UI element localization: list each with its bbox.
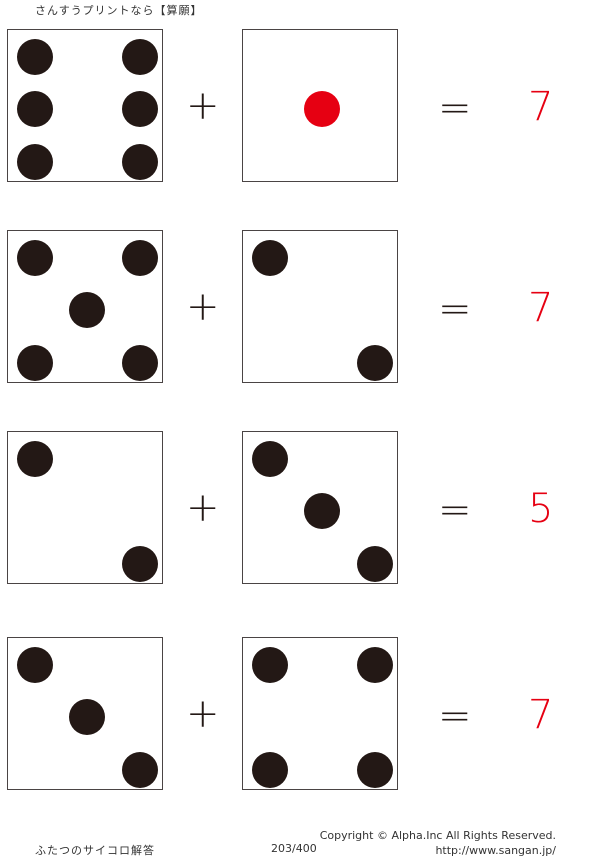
problem-row: + = 7	[0, 230, 600, 390]
pip-dot	[252, 752, 288, 788]
left-die	[7, 637, 163, 790]
pip-dot	[357, 345, 393, 381]
pip-dot	[122, 144, 158, 180]
answer-value: 7	[528, 692, 554, 738]
pip-dot	[17, 647, 53, 683]
pip-dot	[122, 240, 158, 276]
pip-dot	[17, 345, 53, 381]
pip-dot	[122, 546, 158, 582]
plus-sign: +	[186, 83, 220, 129]
left-die	[7, 29, 163, 182]
plus-sign: +	[186, 485, 220, 531]
answer-value: 7	[528, 84, 554, 130]
pip-dot	[122, 39, 158, 75]
pip-dot	[252, 240, 288, 276]
pip-dot	[122, 91, 158, 127]
right-die	[242, 431, 398, 584]
left-die	[7, 431, 163, 584]
equals-sign: =	[438, 286, 472, 332]
footer-title: ふたつのサイコロ解答	[35, 844, 155, 857]
answer-value: 5	[528, 486, 554, 532]
plus-sign: +	[186, 691, 220, 737]
right-die	[242, 230, 398, 383]
pip-dot	[17, 91, 53, 127]
answer-value: 7	[528, 285, 554, 331]
pip-dot	[357, 752, 393, 788]
right-die	[242, 637, 398, 790]
pip-dot	[252, 647, 288, 683]
problem-row: + = 7	[0, 29, 600, 189]
equals-sign: =	[438, 487, 472, 533]
plus-sign: +	[186, 284, 220, 330]
pip-dot	[17, 240, 53, 276]
pip-dot	[17, 144, 53, 180]
pip-dot	[122, 752, 158, 788]
equals-sign: =	[438, 85, 472, 131]
pip-dot	[69, 292, 105, 328]
pip-dot	[17, 441, 53, 477]
right-die	[242, 29, 398, 182]
pip-dot	[122, 345, 158, 381]
page-number: 203/400	[271, 842, 317, 855]
pip-dot	[304, 493, 340, 529]
pip-dot	[304, 91, 340, 127]
header-title: さんすうプリントなら【算願】	[35, 4, 203, 17]
pip-dot	[357, 647, 393, 683]
site-url[interactable]: http://www.sangan.jp/	[435, 844, 556, 857]
equals-sign: =	[438, 693, 472, 739]
pip-dot	[69, 699, 105, 735]
pip-dot	[17, 39, 53, 75]
copyright: Copyright © Alpha.Inc All Rights Reserve…	[319, 829, 556, 842]
problem-row: + = 7	[0, 637, 600, 797]
problem-row: + = 5	[0, 431, 600, 591]
left-die	[7, 230, 163, 383]
pip-dot	[252, 441, 288, 477]
pip-dot	[357, 546, 393, 582]
